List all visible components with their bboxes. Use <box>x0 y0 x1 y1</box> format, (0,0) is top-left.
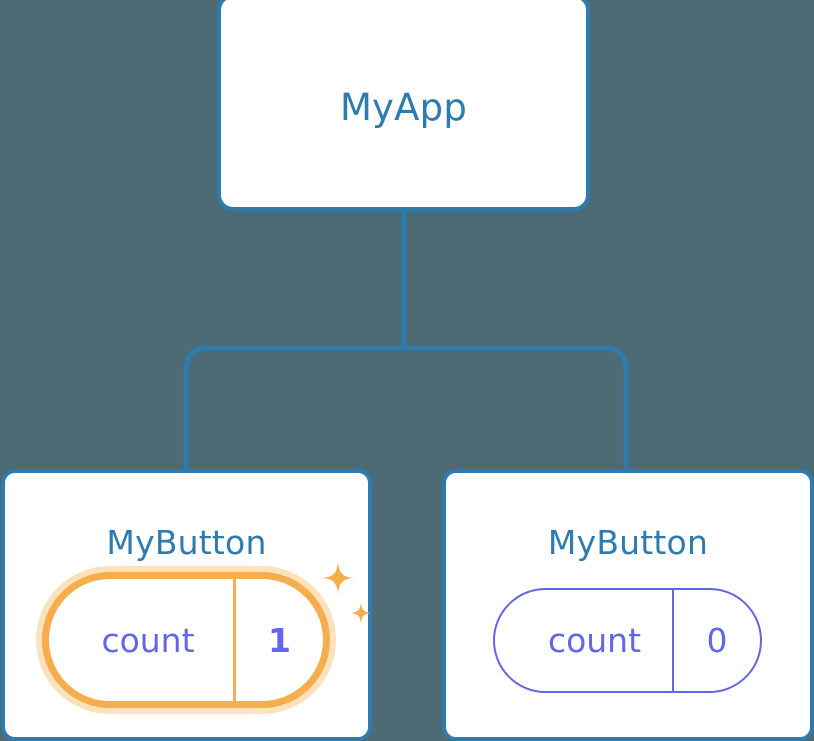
component-card-myapp[interactable]: MyApp <box>217 0 590 211</box>
state-value: 1 <box>268 620 291 660</box>
component-title: MyButton <box>547 523 709 562</box>
state-value: 0 <box>706 621 728 660</box>
connector-branch-right <box>404 345 629 472</box>
state-pill[interactable]: count 1 <box>42 572 330 708</box>
component-title: MyApp <box>339 86 468 129</box>
state-pill[interactable]: count 0 <box>493 588 762 693</box>
connector-branch-left <box>183 345 404 472</box>
component-title: MyButton <box>106 523 267 562</box>
state-pill-plain[interactable]: count 0 <box>493 588 762 693</box>
state-pill-highlighted[interactable]: count 1 <box>36 566 336 714</box>
state-key: count <box>49 579 236 701</box>
state-key: count <box>495 590 674 691</box>
